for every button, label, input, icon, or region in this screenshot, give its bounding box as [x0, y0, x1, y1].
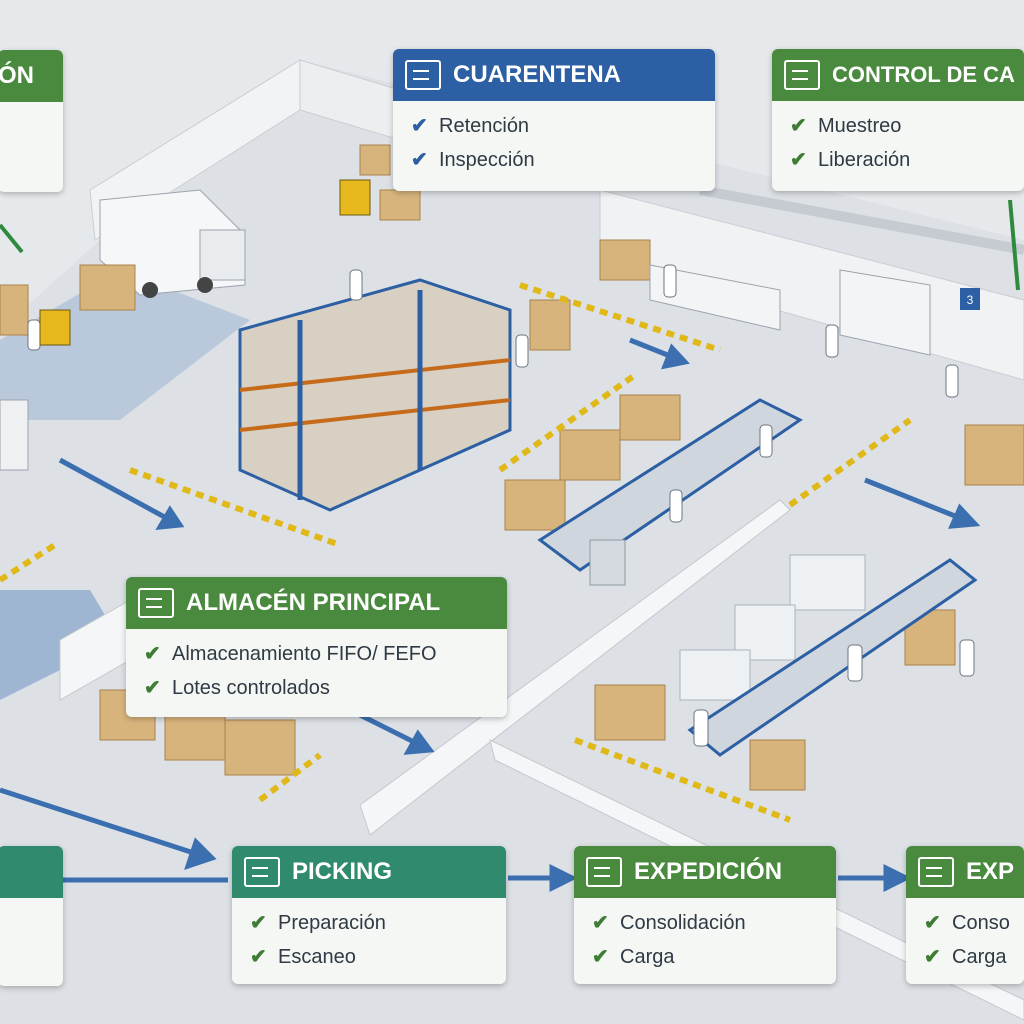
- check-icon: ✔: [592, 912, 609, 934]
- list-item: ✔Escaneo: [250, 940, 488, 974]
- check-icon: ✔: [144, 677, 161, 699]
- check-icon: ✔: [790, 149, 807, 171]
- zone-card-left-top: ÓN: [0, 50, 63, 192]
- flow-arrows: [0, 337, 981, 893]
- zone-card-picking: PICKING ✔Preparación ✔Escaneo: [232, 846, 506, 984]
- list-item: ✔Preparación: [250, 906, 488, 940]
- list-item: ✔Muestreo: [790, 109, 1006, 143]
- conveyor-2: [687, 558, 978, 757]
- check-icon: ✔: [144, 643, 161, 665]
- check-icon: ✔: [411, 149, 428, 171]
- zone-card-expedicion: EXPEDICIÓN ✔Consolidación ✔Carga: [574, 846, 836, 984]
- zone-card-expedicion-right: EXP ✔Conso ✔Carga: [906, 846, 1024, 984]
- dock-number: 3: [967, 293, 974, 307]
- pallets: [0, 144, 1024, 791]
- check-icon: ✔: [592, 946, 609, 968]
- truck-2: [0, 399, 29, 471]
- check-icon: ✔: [250, 946, 267, 968]
- quarantine-icon: [405, 60, 441, 90]
- list-item: ✔Retención: [411, 109, 697, 143]
- forklifts: [39, 179, 371, 346]
- zone-card-cuarentena: CUARENTENA ✔Retención ✔Inspección: [393, 49, 715, 191]
- conveyor-1: [537, 398, 803, 586]
- zone-card-almacen-principal: ALMACÉN PRINCIPAL ✔Almacenamiento FIFO/ …: [126, 577, 507, 717]
- zone-title: PICKING: [292, 858, 393, 885]
- zone-title: ÓN: [0, 50, 63, 102]
- microscope-icon: [784, 60, 820, 90]
- green-arrows: [0, 199, 1020, 291]
- zone-card-left-bottom: [0, 846, 63, 986]
- list-item: ✔Consolidación: [592, 906, 818, 940]
- zone-card-control-calidad: CONTROL DE CA ✔Muestreo ✔Liberación: [772, 49, 1024, 191]
- wrapped-pallets: [679, 554, 866, 701]
- scanner-icon: [244, 857, 280, 887]
- list-item: ✔Carga: [924, 940, 1006, 974]
- list-item: ✔Conso: [924, 906, 1010, 940]
- list-item: ✔Liberación: [790, 143, 1006, 177]
- zone-title: ALMACÉN PRINCIPAL: [186, 589, 441, 616]
- check-icon: ✔: [250, 912, 267, 934]
- check-icon: ✔: [411, 115, 428, 137]
- qc-lab: [649, 264, 931, 356]
- list-item: ✔Inspección: [411, 143, 697, 177]
- check-icon: ✔: [924, 946, 941, 968]
- truck-1: [99, 189, 246, 298]
- zone-title: CUARENTENA: [453, 61, 621, 88]
- shipping-box-icon: [918, 857, 954, 887]
- workers: [27, 264, 975, 747]
- dock-sign: [960, 288, 980, 310]
- safety-lines: [0, 282, 912, 823]
- zone-title: CONTROL DE CA: [832, 62, 1015, 87]
- zone-title: EXPEDICIÓN: [634, 858, 783, 885]
- main-racks: [238, 278, 512, 512]
- check-icon: ✔: [790, 115, 807, 137]
- dock-area: [0, 270, 250, 420]
- check-icon: ✔: [924, 912, 941, 934]
- list-item: ✔Carga: [592, 940, 818, 974]
- list-item: ✔Almacenamiento FIFO/ FEFO: [144, 637, 489, 671]
- zone-title: EXP: [966, 858, 1015, 885]
- warehouse-shelf-icon: [138, 588, 174, 618]
- shipping-box-icon: [586, 857, 622, 887]
- list-item: ✔Lotes controlados: [144, 671, 489, 705]
